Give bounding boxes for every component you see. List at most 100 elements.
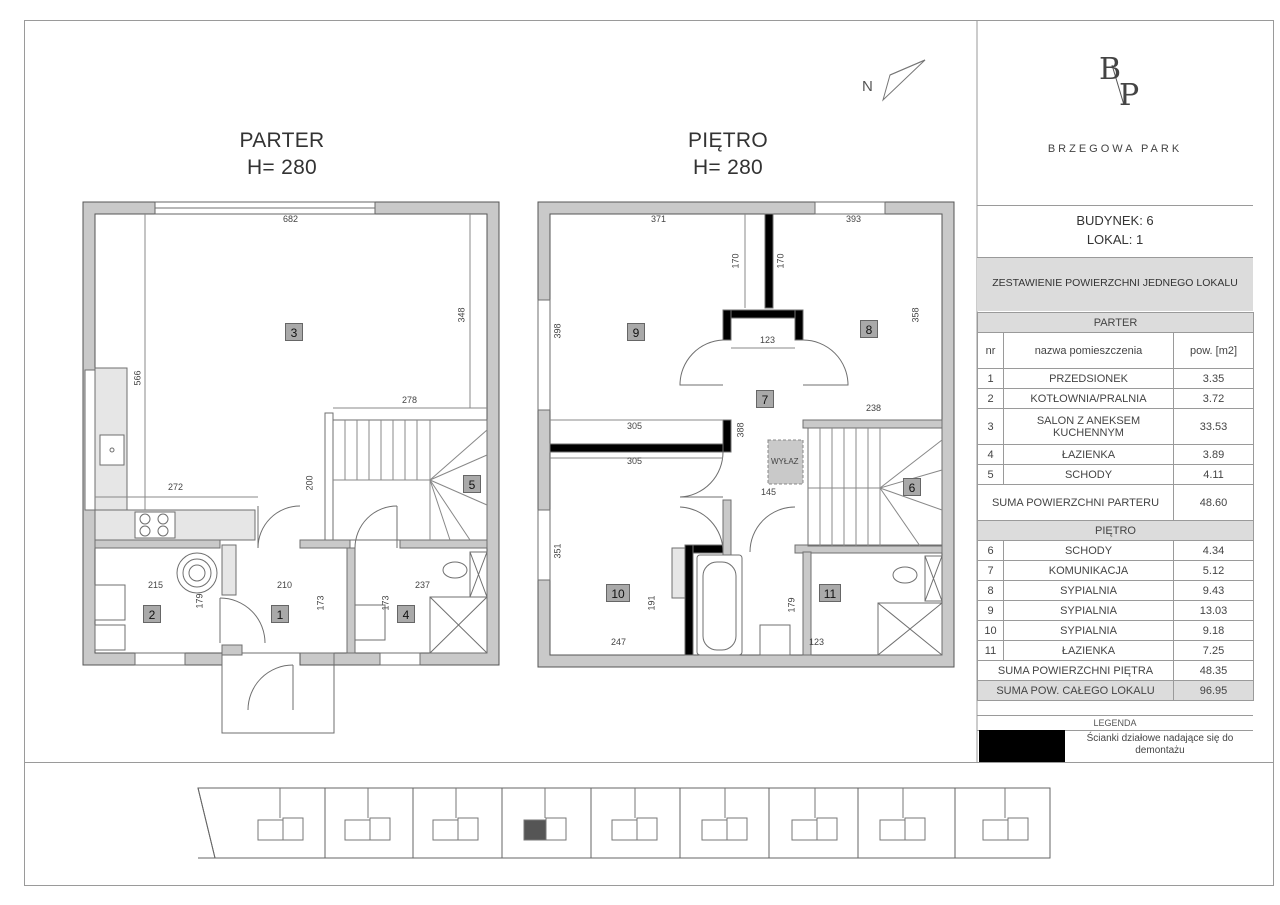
dim: 210 [277, 580, 293, 590]
room-label-5: 5 [463, 475, 481, 493]
cell-nr: 11 [977, 640, 1004, 661]
parter-sum-label: SUMA POWIERZCHNI PARTERU [977, 484, 1174, 521]
cell-area: 33.53 [1173, 408, 1254, 445]
cell-nr: 6 [977, 540, 1004, 561]
dim: 215 [148, 580, 164, 590]
room-label-6: 6 [903, 478, 921, 496]
cell-name: KOTŁOWNIA/PRALNIA [1003, 388, 1174, 409]
dim: 123 [809, 637, 825, 647]
pietro-title: PIĘTRO H= 280 [678, 127, 778, 181]
cell-nr: 10 [977, 620, 1004, 641]
cell-name: SCHODY [1003, 464, 1174, 485]
room-label-4: 4 [397, 605, 415, 623]
cell-nr: 7 [977, 560, 1004, 581]
dim: 272 [168, 482, 184, 492]
pietro-header: PIĘTRO [977, 520, 1254, 541]
dim: 371 [651, 214, 667, 224]
cell-area: 3.89 [1173, 444, 1254, 465]
cell-area: 4.11 [1173, 464, 1254, 485]
parter-title: PARTER H= 280 [232, 127, 332, 181]
dim: 170 [730, 253, 741, 269]
dim: 351 [552, 543, 563, 559]
brand-name: BRZEGOWA PARK [1047, 143, 1183, 155]
dim: 388 [735, 422, 746, 438]
dim: 305 [627, 456, 643, 466]
dim: 566 [132, 370, 143, 386]
pietro-plan [537, 201, 955, 668]
cell-area: 3.35 [1173, 368, 1254, 389]
cell-name: SYPIALNIA [1003, 580, 1174, 601]
dim: 179 [786, 597, 797, 613]
cell-nr: 4 [977, 444, 1004, 465]
cell-name: ŁAZIENKA [1003, 444, 1174, 465]
col-area: pow. [m2] [1173, 332, 1254, 369]
legend-title: LEGENDA [977, 715, 1253, 731]
pietro-sum-label: SUMA POWIERZCHNI PIĘTRA [977, 660, 1174, 681]
dim: 170 [775, 253, 786, 269]
dim: 191 [646, 595, 657, 611]
pietro-title-text: PIĘTRO [688, 129, 768, 152]
room-label-7: 7 [756, 390, 774, 408]
dim: 179 [194, 593, 205, 609]
dim: 173 [380, 595, 391, 611]
cell-name: SALON Z ANEKSEM KUCHENNYM [1003, 408, 1174, 445]
dim: 358 [910, 307, 921, 323]
unit-number: LOKAL: 1 [1086, 232, 1144, 247]
site-strip [197, 787, 1051, 859]
north-letter: N [862, 78, 873, 95]
room-label-2: 2 [143, 605, 161, 623]
pietro-height: H= 280 [692, 156, 764, 179]
cell-nr: 3 [977, 408, 1004, 445]
dim: 393 [846, 214, 862, 224]
dim: 682 [283, 214, 299, 224]
cell-nr: 8 [977, 580, 1004, 601]
room-label-8: 8 [860, 320, 878, 338]
dim: 398 [552, 323, 563, 339]
parter-title-text: PARTER [239, 129, 325, 152]
cell-name: SYPIALNIA [1003, 600, 1174, 621]
total-sum-area: 96.95 [1173, 680, 1254, 701]
total-sum-label: SUMA POW. CAŁEGO LOKALU [977, 680, 1174, 701]
cell-area: 7.25 [1173, 640, 1254, 661]
logo-letter-p: P [1119, 78, 1140, 113]
bottom-divider [24, 762, 1274, 763]
dim: 145 [761, 487, 777, 497]
north-arrow [882, 59, 926, 102]
cell-nr: 1 [977, 368, 1004, 389]
cell-area: 9.18 [1173, 620, 1254, 641]
col-name: nazwa pomieszczenia [1003, 332, 1174, 369]
room-label-10: 10 [606, 584, 630, 602]
pietro-sum-area: 48.35 [1173, 660, 1254, 681]
dim: 123 [760, 335, 776, 345]
room-label-9: 9 [627, 323, 645, 341]
col-nr: nr [977, 332, 1004, 369]
parter-sum-area: 48.60 [1173, 484, 1254, 521]
dim: 200 [304, 475, 315, 491]
room-label-3: 3 [285, 323, 303, 341]
cell-area: 3.72 [1173, 388, 1254, 409]
cell-name: KOMUNIKACJA [1003, 560, 1174, 581]
dim: 173 [315, 595, 326, 611]
cell-name: SCHODY [1003, 540, 1174, 561]
room-label-11: 11 [819, 584, 841, 602]
dim: 238 [866, 403, 882, 413]
parter-height: H= 280 [246, 156, 318, 179]
cell-nr: 9 [977, 600, 1004, 621]
dim: 237 [415, 580, 431, 590]
dim: 348 [456, 307, 467, 323]
cell-area: 9.43 [1173, 580, 1254, 601]
cell-name: PRZEDSIONEK [1003, 368, 1174, 389]
